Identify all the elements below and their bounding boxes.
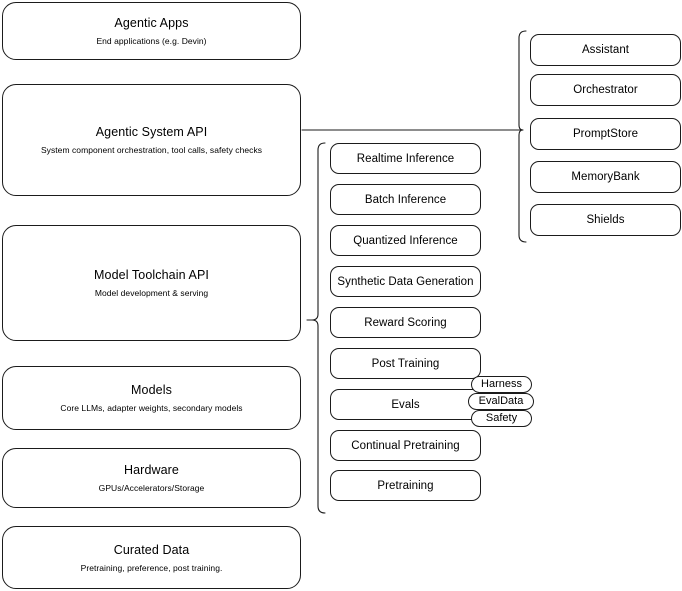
pill-label: Safety (485, 412, 518, 424)
item-box-assistant[interactable]: Assistant (530, 34, 681, 66)
layer-title: Model Toolchain API (94, 268, 209, 282)
brace-system-items (518, 30, 527, 243)
item-label: Shields (586, 214, 625, 226)
layer-title: Agentic System API (95, 125, 208, 139)
layer-box-agentic-apps[interactable]: Agentic Apps End applications (e.g. Devi… (2, 2, 301, 60)
layer-title: Agentic Apps (114, 16, 189, 30)
layer-box-curated-data[interactable]: Curated Data Pretraining, preference, po… (2, 526, 301, 589)
item-label: Quantized Inference (353, 234, 458, 247)
item-label: Orchestrator (573, 84, 638, 96)
item-box-promptstore[interactable]: PromptStore (530, 118, 681, 150)
item-label: Post Training (371, 357, 440, 370)
layer-subtitle: Pretraining, preference, post training. (80, 562, 223, 573)
layer-subtitle: Model development & serving (94, 288, 209, 298)
item-box-quantized-inference[interactable]: Quantized Inference (330, 225, 481, 256)
item-label: Synthetic Data Generation (337, 275, 474, 288)
layer-subtitle: End applications (e.g. Devin) (96, 36, 207, 46)
item-label: Continual Pretraining (351, 439, 460, 452)
layer-box-agentic-system-api[interactable]: Agentic System API System component orch… (2, 84, 301, 196)
item-label: Pretraining (377, 479, 434, 492)
pill-label: Harness (481, 378, 522, 390)
item-box-orchestrator[interactable]: Orchestrator (530, 74, 681, 106)
pill-harness[interactable]: Harness (471, 376, 532, 393)
layer-title: Curated Data (113, 542, 190, 557)
layer-box-model-toolchain-api[interactable]: Model Toolchain API Model development & … (2, 225, 301, 341)
layer-subtitle: System component orchestration, tool cal… (40, 145, 263, 155)
item-box-batch-inference[interactable]: Batch Inference (330, 184, 481, 215)
layer-subtitle: GPUs/Accelerators/Storage (98, 483, 205, 493)
item-box-shields[interactable]: Shields (530, 204, 681, 236)
layer-box-hardware[interactable]: Hardware GPUs/Accelerators/Storage (2, 448, 301, 508)
item-box-continual-pretraining[interactable]: Continual Pretraining (330, 430, 481, 461)
item-box-evals[interactable]: Evals (330, 389, 481, 420)
item-label: PromptStore (572, 128, 639, 140)
item-label: Batch Inference (364, 193, 447, 206)
layer-title: Hardware (124, 463, 179, 477)
layer-subtitle: Core LLMs, adapter weights, secondary mo… (60, 403, 243, 413)
item-box-memorybank[interactable]: MemoryBank (530, 161, 681, 193)
item-box-realtime-inference[interactable]: Realtime Inference (330, 143, 481, 174)
layer-box-models[interactable]: Models Core LLMs, adapter weights, secon… (2, 366, 301, 430)
brace-toolchain-items (306, 142, 326, 514)
layer-title: Models (131, 383, 172, 397)
item-label: Evals (391, 398, 420, 411)
item-label: Assistant (581, 44, 630, 56)
item-label: MemoryBank (571, 171, 640, 183)
item-box-synthetic-data-generation[interactable]: Synthetic Data Generation (330, 266, 481, 297)
item-label: Reward Scoring (364, 316, 447, 329)
pill-label: EvalData (478, 395, 524, 407)
item-box-reward-scoring[interactable]: Reward Scoring (330, 307, 481, 338)
pill-evaldata[interactable]: EvalData (468, 393, 534, 410)
pill-safety[interactable]: Safety (471, 410, 532, 427)
item-box-post-training[interactable]: Post Training (330, 348, 481, 379)
item-box-pretraining[interactable]: Pretraining (330, 470, 481, 501)
item-label: Realtime Inference (356, 152, 455, 165)
